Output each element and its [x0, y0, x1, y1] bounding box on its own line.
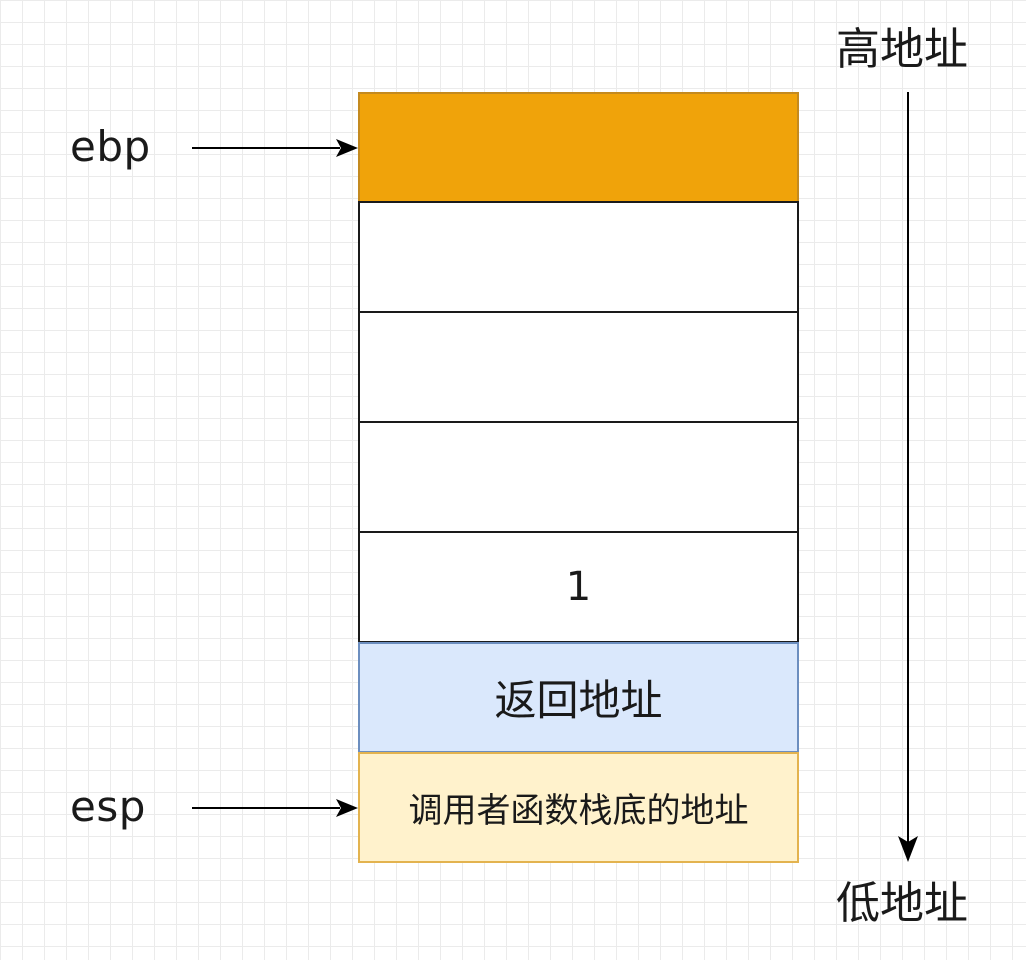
low-address-label: 低地址: [836, 878, 968, 929]
ebp-label: ebp: [70, 122, 151, 171]
stack-slot-caller-base: 调用者函数栈底的地址: [358, 752, 799, 863]
ebp-arrow: [192, 139, 358, 157]
stack-slot-return-address: 返回地址: [358, 642, 799, 753]
esp-arrow: [192, 799, 358, 817]
return-address-text: 返回地址: [494, 676, 663, 725]
stack-slot-value: 1: [358, 531, 799, 643]
stack-slot-empty-3: [358, 421, 799, 533]
esp-label: esp: [70, 782, 146, 831]
stack-slot-empty-1: [358, 201, 799, 313]
address-direction-arrow: [898, 92, 918, 862]
stack-slot-empty-2: [358, 311, 799, 423]
caller-base-text: 调用者函数栈底的地址: [408, 791, 749, 831]
stack-slot-value-text: 1: [565, 564, 592, 610]
high-address-label: 高地址: [836, 24, 968, 75]
stack-slot-ebp: [358, 92, 799, 203]
